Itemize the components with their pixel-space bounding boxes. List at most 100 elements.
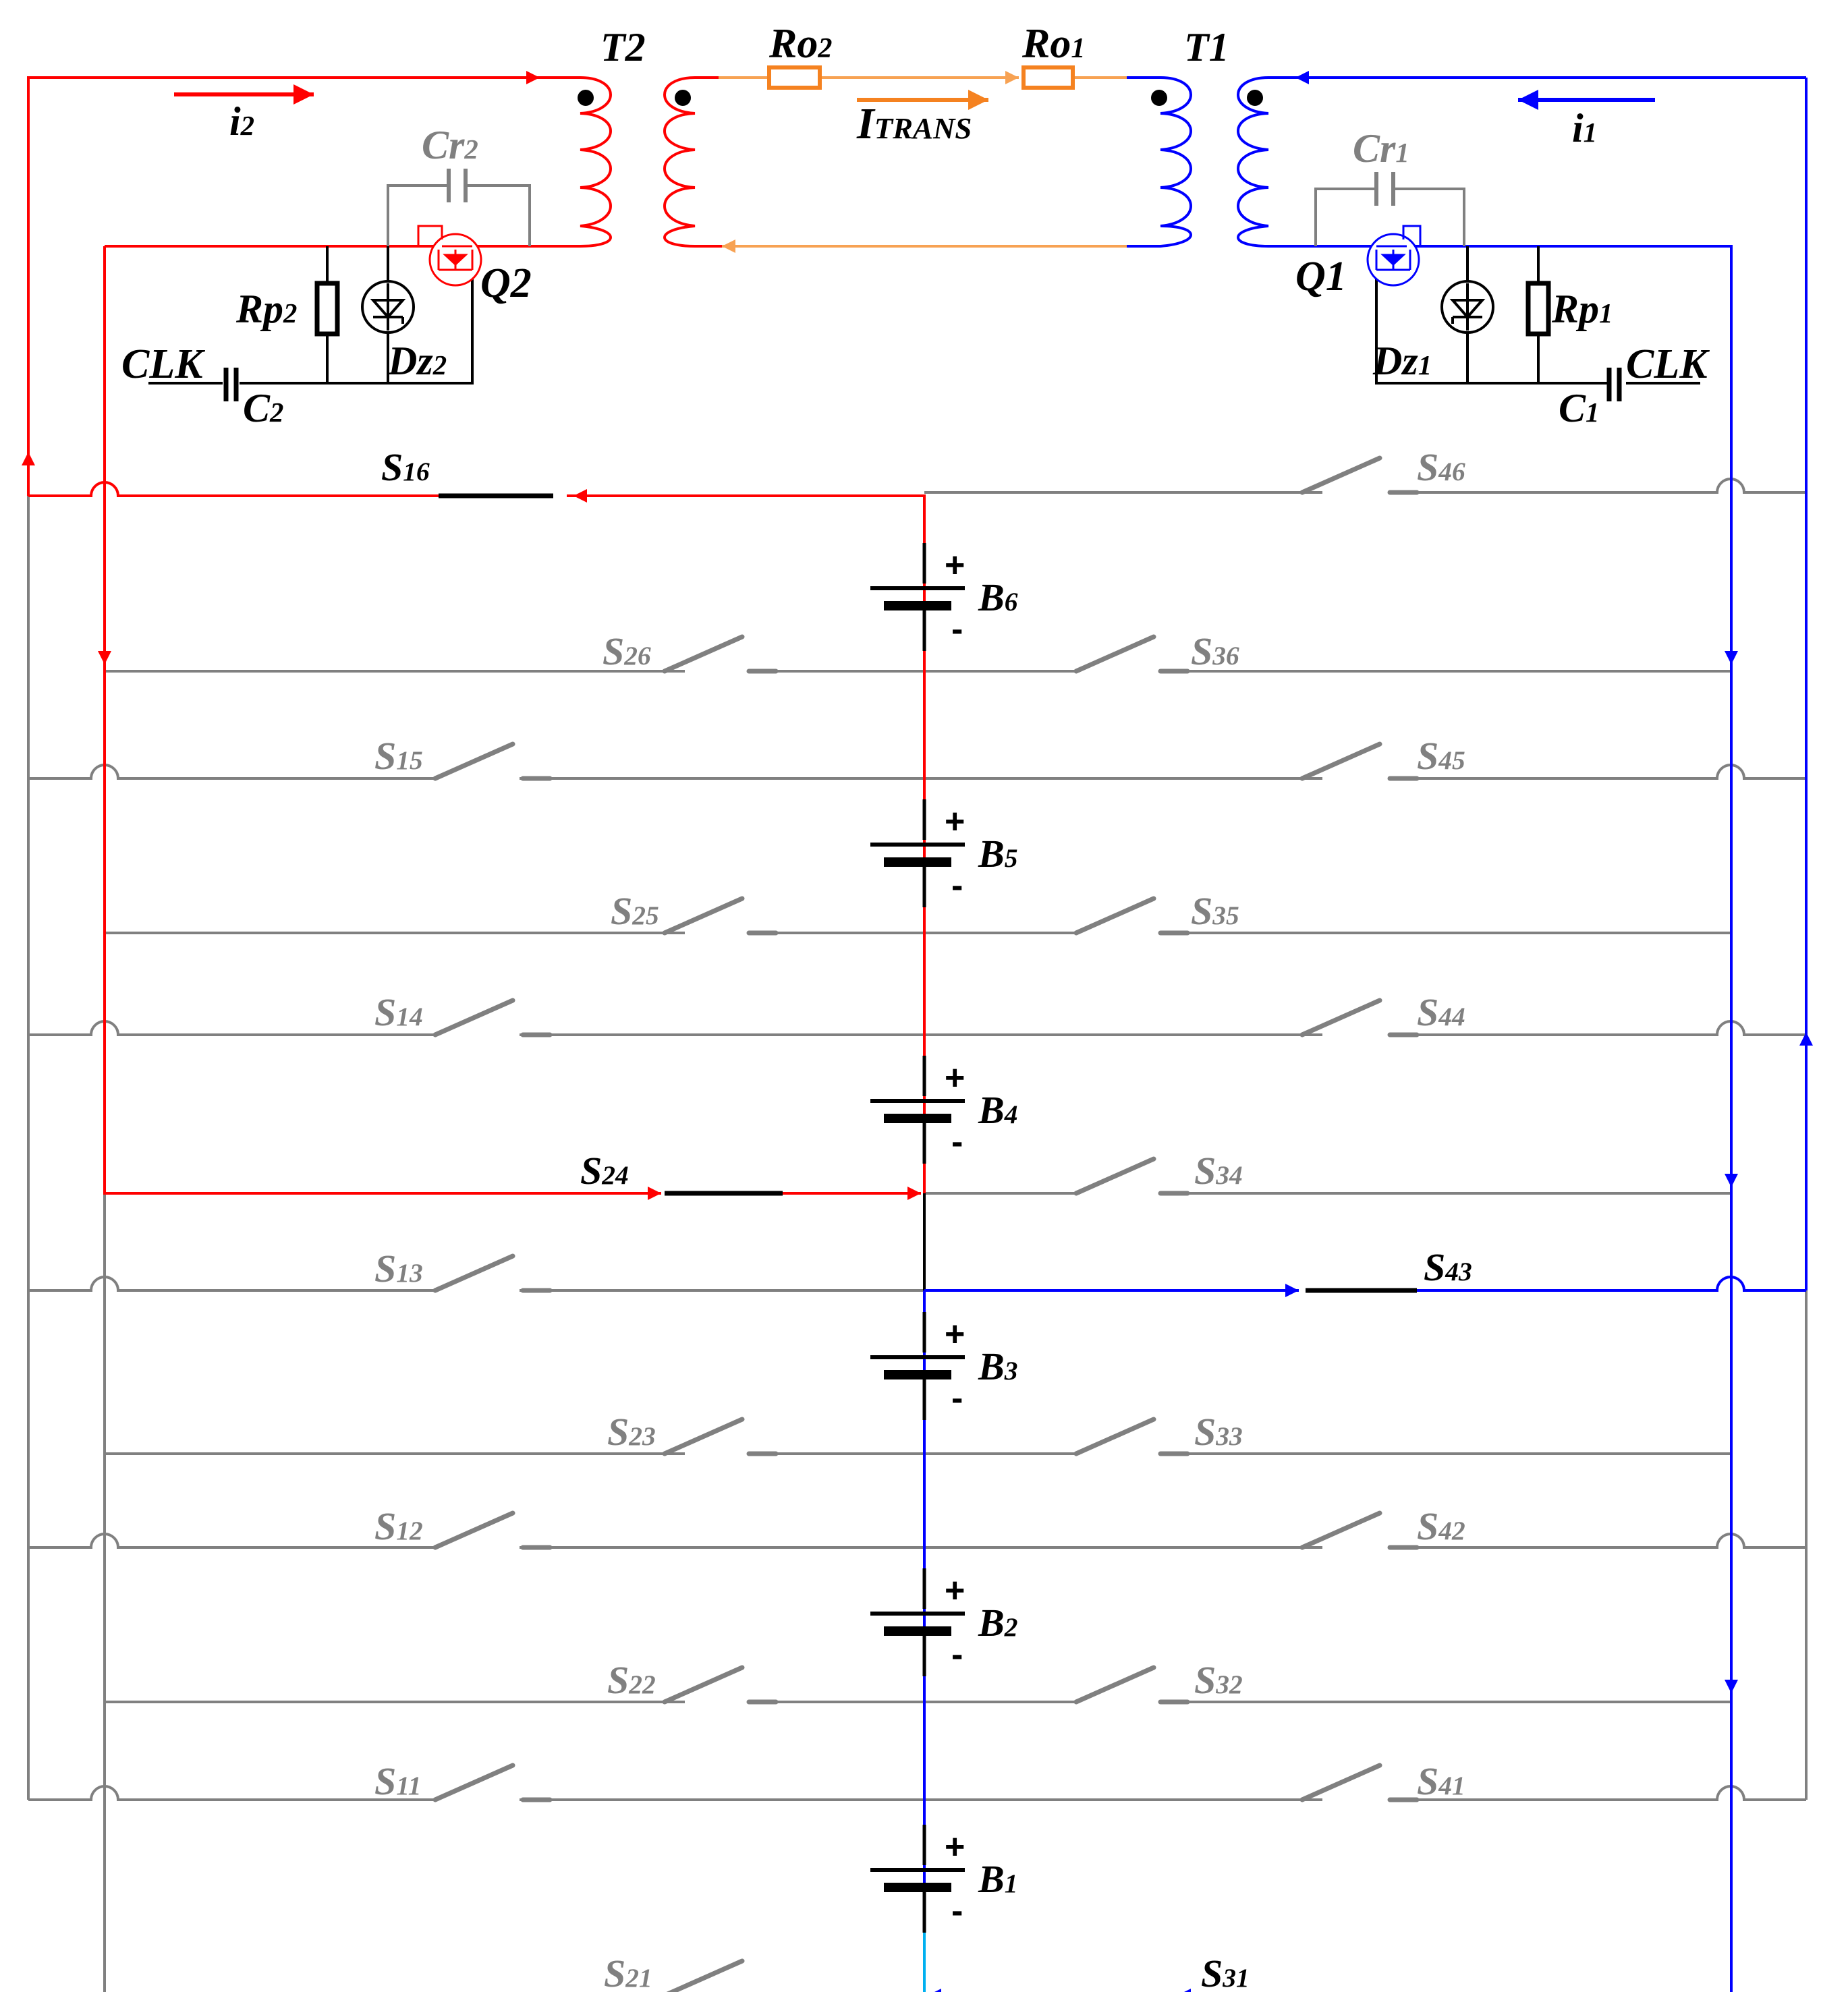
switch-s46-lever (1299, 455, 1420, 495)
label-clk-right: CLK (1626, 341, 1710, 387)
switch-s44-lever (1299, 998, 1420, 1037)
battery-plus-sign: + (945, 1058, 965, 1098)
switch-s36-lever (1073, 634, 1190, 674)
switch-label-s33: S33 (1194, 1410, 1243, 1454)
switch-label-s13: S13 (374, 1247, 423, 1290)
switch-s35-lever (1073, 896, 1190, 936)
switch-label-s21: S21 (604, 1952, 652, 1992)
switch-label-s31: S31 (1201, 1952, 1250, 1992)
battery-plus-sign: + (945, 1315, 965, 1354)
label-dz2: Dz2 (387, 339, 447, 383)
battery-label: B3 (978, 1344, 1017, 1388)
switch-s41-lever (1299, 1763, 1420, 1802)
battery-b6: + -B6 (870, 543, 1018, 799)
label-itrans: ITRANS (856, 99, 972, 148)
battery-b2: + -B2 (870, 1568, 1017, 1825)
resistor-rp1 (1525, 281, 1551, 337)
switch-label-s34: S34 (1194, 1149, 1243, 1193)
red-current-path (22, 71, 926, 1200)
battery-minus-sign: - (951, 1122, 963, 1162)
switch-s22-lever (662, 1665, 779, 1705)
battery-b4: + -B4 (870, 1056, 1017, 1164)
resonant-cap-cr1 (1314, 172, 1465, 246)
switch-label-s12: S12 (374, 1504, 423, 1548)
switch-s45-lever (1299, 741, 1420, 781)
battery-minus-sign: - (951, 610, 963, 649)
switch-label-s44: S44 (1417, 990, 1465, 1034)
battery-plus-sign: + (945, 802, 965, 841)
switch-label-s45: S45 (1417, 734, 1465, 778)
resistor-ro1 (1021, 65, 1075, 90)
label-t1: T1 (1184, 25, 1229, 69)
switch-s12-lever (432, 1510, 553, 1550)
battery-label: B2 (978, 1601, 1017, 1645)
label-i2: i2 (229, 99, 254, 144)
orange-transfer-path (719, 65, 1127, 253)
switch-s34-lever (1073, 1156, 1190, 1196)
switch-label-s15: S15 (374, 734, 423, 778)
battery-label: B6 (978, 575, 1018, 619)
battery-minus-sign: - (951, 1635, 963, 1674)
switch-label-s46: S46 (1417, 445, 1465, 489)
closed-switches (439, 493, 1417, 1293)
switch-s25-lever (662, 896, 779, 936)
capacitor-c1 (1606, 368, 1622, 401)
battery-b5: + -B5 (870, 799, 1017, 1056)
switch-label-s23: S23 (607, 1410, 656, 1454)
switch-label-s11: S11 (374, 1759, 422, 1803)
label-cr2: Cr2 (422, 123, 478, 167)
switch-label-s36: S36 (1191, 629, 1239, 673)
mosfet-q2 (417, 225, 482, 287)
label-c2: C2 (243, 386, 283, 430)
battery-stack: +-B6+-B5+-B4+-B3+-B2+-B1 (870, 543, 1018, 1992)
battery-plus-sign: + (945, 546, 965, 585)
transformer-t2-secondary (663, 76, 722, 248)
label-ro1: Ro1 (1021, 21, 1085, 67)
battery-plus-sign: + (945, 1571, 965, 1610)
switch-s23-lever (662, 1417, 779, 1456)
label-rp1: Rp1 (1551, 287, 1613, 331)
open-switch-levers (432, 455, 1420, 1992)
label-q1: Q1 (1295, 254, 1347, 300)
battery-label: B4 (978, 1088, 1017, 1132)
battery-minus-sign: - (951, 1379, 963, 1418)
switch-label-s22: S22 (607, 1658, 656, 1702)
switch-label-s26: S26 (603, 629, 651, 673)
battery-b3: + -B3 (870, 1312, 1017, 1568)
resistor-ro2 (767, 65, 822, 90)
switch-s21-lever (666, 1958, 745, 1992)
switch-label-s41: S41 (1417, 1759, 1465, 1803)
battery-b1: +-B1 (870, 1825, 1017, 1992)
label-cr1: Cr1 (1353, 126, 1409, 171)
switch-s32-lever (1073, 1665, 1190, 1705)
battery-label: B1 (978, 1857, 1017, 1901)
label-clk-left: CLK (121, 341, 205, 387)
switch-label-s14: S14 (374, 990, 423, 1034)
switch-label-s42: S42 (1417, 1504, 1465, 1548)
label-t2: T2 (600, 25, 646, 69)
switch-s15-lever (432, 741, 553, 781)
battery-label: B5 (978, 832, 1017, 876)
label-ro2: Ro2 (768, 21, 832, 67)
blue-current-path (923, 71, 1813, 1992)
gray-wiring (27, 478, 1808, 1992)
resistor-rp2 (314, 281, 340, 337)
switch-s33-lever (1073, 1417, 1190, 1456)
mosfet-q1 (1366, 225, 1422, 287)
labels: T2 T1 Ro2 Ro1 ITRANS i2 i1 Cr2 Cr1 Q2 Q1… (121, 21, 1710, 430)
switch-label-s25: S25 (611, 889, 659, 933)
switch-label-s16: S16 (381, 445, 430, 489)
battery-plus-sign: + (945, 1827, 965, 1867)
gate-drive-right (1375, 246, 1700, 401)
switch-label-s24: S24 (580, 1149, 629, 1193)
label-c1: C1 (1559, 386, 1599, 430)
battery-minus-sign: - (951, 866, 963, 905)
label-q2: Q2 (480, 260, 532, 306)
label-rp2: Rp2 (235, 287, 297, 331)
switch-s13-lever (432, 1253, 553, 1293)
polarity-dots (578, 90, 1263, 106)
switch-label-s32: S32 (1194, 1658, 1243, 1702)
switch-label-s35: S35 (1191, 889, 1239, 933)
